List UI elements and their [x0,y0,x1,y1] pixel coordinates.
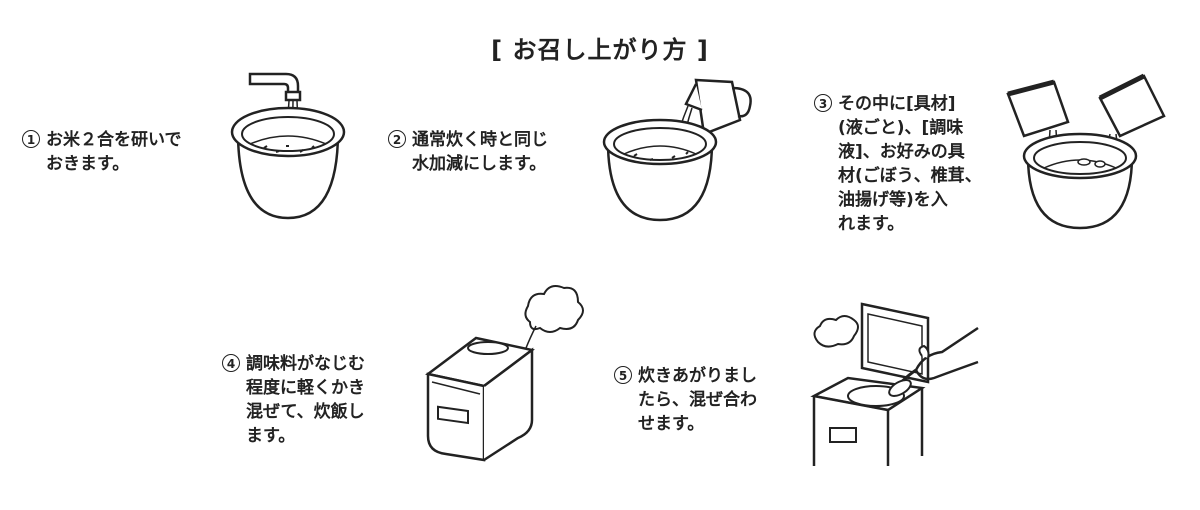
step-number-3: 3 [814,94,832,112]
step-3-line-2: (液ごと)、[調味 [838,118,964,138]
step-4-line-4: ます。 [246,426,296,446]
step-number-2: 2 [388,130,406,148]
step-3-line-5: 油揚げ等)を入 [838,190,948,210]
step-4-line-1: 調味料がなじむ [246,354,365,374]
step-number-4: 4 [222,354,240,372]
step-3-text: 3 その中に[具材] (液ごと)、[調味 液]、お好みの具 材(ごぼう、椎茸、 … [814,92,982,236]
step-1-text: 1 お米２合を研いで おきます。 [22,128,182,176]
washing-rice-icon [228,68,348,220]
step-3-line-6: れます。 [838,214,905,234]
page-title: [ お召し上がり方 ] [491,36,709,64]
step-5-line-3: せます。 [638,414,705,434]
step-4-line-3: 混ぜて、炊飯し [246,402,365,422]
step-5-line-2: たら、混ぜ合わ [638,390,757,410]
step-3-line-1: その中に[具材] [838,94,956,114]
rice-cooker-cooking-icon [418,276,588,468]
step-2-line-1: 通常炊く時と同じ [412,130,548,150]
step-4-text: 4 調味料がなじむ 程度に軽くかき 混ぜて、炊飯し ます。 [222,352,365,448]
step-3-line-4: 材(ごぼう、椎茸、 [838,166,982,186]
adding-ingredients-icon [1006,72,1180,232]
step-2-text: 2 通常炊く時と同じ 水加減にします。 [388,128,548,176]
step-3-line-3: 液]、お好みの具 [838,142,965,162]
step-5-text: 5 炊きあがりまし たら、混ぜ合わ せます。 [614,364,757,436]
pouring-water-icon [600,70,760,222]
step-1-line-1: お米２合を研いで [46,130,182,150]
step-1-line-2: おきます。 [46,154,130,174]
step-5-line-1: 炊きあがりまし [638,366,757,386]
step-2-line-2: 水加減にします。 [412,154,547,174]
step-4-line-2: 程度に軽くかき [246,378,365,398]
step-number-5: 5 [614,366,632,384]
step-number-1: 1 [22,130,40,148]
mixing-rice-icon [804,296,979,466]
